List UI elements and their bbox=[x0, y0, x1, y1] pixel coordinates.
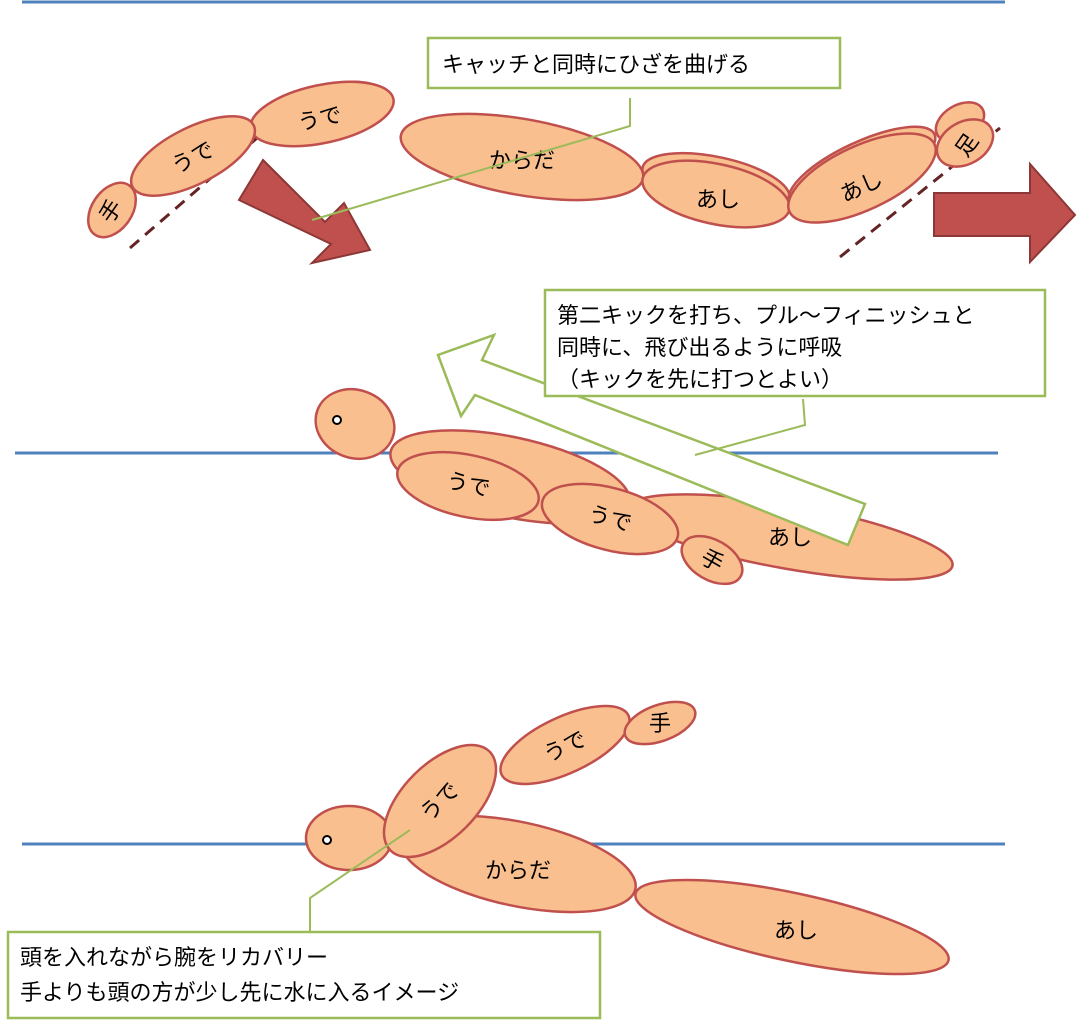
callout-second-kick: 第二キックを打ち、プル～フィニッシュと 同時に、飛び出るように呼吸 （キックを先… bbox=[543, 288, 1047, 456]
body-label-3: からだ bbox=[485, 859, 551, 884]
eye-3 bbox=[322, 835, 332, 845]
upper-arm-segment-2: うで bbox=[396, 450, 540, 522]
forearm-segment-2: うで bbox=[540, 482, 680, 556]
callout-catch-box bbox=[426, 36, 842, 90]
head-2 bbox=[314, 387, 396, 461]
callout-second-kick-line-2: 同時に、飛び出るように呼吸 bbox=[557, 336, 842, 361]
callout-second-kick-line-1: 第二キックを打ち、プル～フィニッシュと bbox=[557, 304, 975, 329]
leg-segment-3: あし bbox=[634, 878, 950, 976]
body-label: からだ bbox=[489, 149, 555, 174]
figure-catch-phase: からだ あし あし 足 うで bbox=[86, 36, 1077, 265]
upper-arm-segment-3: うで bbox=[382, 743, 498, 859]
figure-recovery-phase: からだ あし うで うで 手 bbox=[6, 700, 950, 1020]
foot-segment: 足 bbox=[934, 101, 995, 168]
hand-segment: 手 bbox=[86, 181, 138, 239]
callout-catch: キャッチと同時にひざを曲げる bbox=[311, 36, 842, 221]
hand-label-3: 手 bbox=[649, 712, 671, 737]
figure-breathing-phase: あし うで うで 手 第 bbox=[314, 288, 1047, 586]
forward-arrow bbox=[933, 161, 1077, 265]
upper-leg-segment: あし bbox=[641, 151, 791, 229]
hand-segment-2: 手 bbox=[680, 534, 744, 586]
lower-leg-segment: あし bbox=[786, 125, 938, 224]
hand-segment-3: 手 bbox=[623, 700, 697, 746]
callout-recovery-leader bbox=[309, 829, 411, 932]
callout-catch-text: キャッチと同時にひざを曲げる bbox=[442, 52, 750, 78]
eye-2 bbox=[332, 415, 342, 425]
dashed-guide-line-arm bbox=[129, 123, 273, 250]
callout-recovery-line-2: 手よりも頭の方が少し先に水に入るイメージ bbox=[20, 981, 459, 1006]
leg-label-3: あし bbox=[774, 919, 818, 944]
forearm-segment-3: うで bbox=[499, 704, 631, 786]
head-3 bbox=[304, 804, 394, 872]
forearm-segment: うで bbox=[129, 115, 257, 197]
callout-recovery: 頭を入れながら腕をリカバリー 手よりも頭の方が少し先に水に入るイメージ bbox=[6, 829, 602, 1020]
callout-second-kick-leader bbox=[694, 398, 807, 456]
leg-label-2: あし bbox=[768, 526, 812, 551]
callout-second-kick-box bbox=[543, 288, 1047, 398]
callout-second-kick-line-3: （キックを先に打つとよい） bbox=[557, 368, 843, 393]
leg-label-upper: あし bbox=[696, 188, 740, 213]
upper-arm-segment: うで bbox=[249, 80, 395, 148]
callout-catch-leader bbox=[311, 98, 631, 221]
callout-recovery-line-1: 頭を入れながら腕をリカバリー bbox=[20, 946, 328, 971]
callout-recovery-box bbox=[6, 930, 602, 1020]
downward-arrow bbox=[237, 158, 372, 265]
